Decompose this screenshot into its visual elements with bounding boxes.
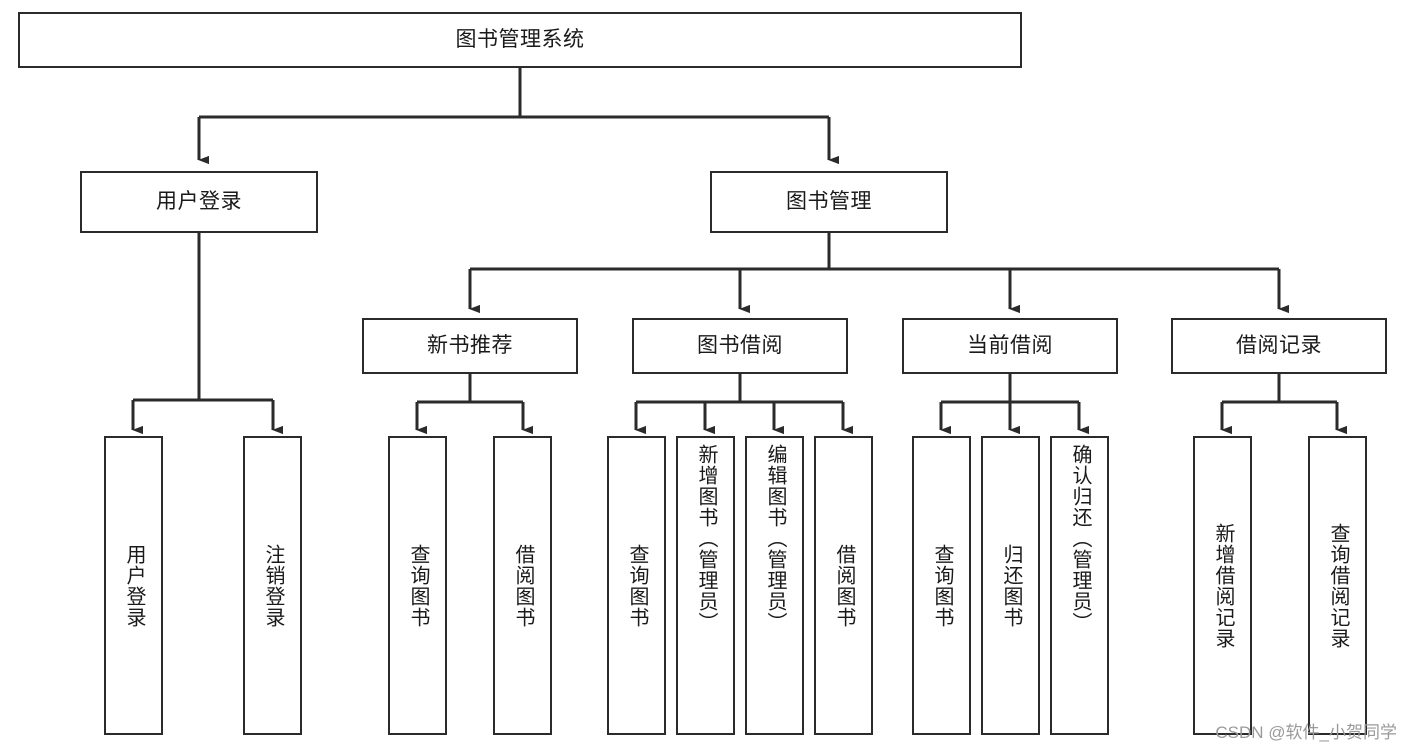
leaf-borrow-book-recommend-label: 借阅图书	[512, 543, 534, 628]
leaf-confirm-return-admin-label: 确认归还（管理员）	[1069, 444, 1091, 633]
leaf-user-login[interactable]: 用户登录	[104, 436, 163, 735]
leaf-logout-label: 注销登录	[262, 543, 284, 628]
node-book-management-label: 图书管理	[786, 190, 872, 214]
leaf-query-book-borrow[interactable]: 查询图书	[607, 436, 666, 735]
node-new-book-recommend-label: 新书推荐	[427, 334, 513, 358]
node-book-management[interactable]: 图书管理	[710, 171, 948, 233]
node-new-book-recommend[interactable]: 新书推荐	[362, 318, 578, 374]
leaf-logout[interactable]: 注销登录	[243, 436, 302, 735]
node-root-system[interactable]: 图书管理系统	[18, 12, 1022, 68]
node-current-borrow[interactable]: 当前借阅	[902, 318, 1118, 374]
leaf-confirm-return-admin[interactable]: 确认归还（管理员）	[1050, 436, 1109, 735]
leaf-add-book-admin[interactable]: 新增图书（管理员）	[676, 436, 735, 735]
node-user-login-label: 用户登录	[156, 190, 242, 214]
csdn-watermark: CSDN @软件_小贺同学	[1215, 723, 1397, 742]
leaf-borrow-book-borrow[interactable]: 借阅图书	[814, 436, 873, 735]
node-borrow-record[interactable]: 借阅记录	[1171, 318, 1387, 374]
node-current-borrow-label: 当前借阅	[967, 334, 1053, 358]
leaf-query-book-recommend-label: 查询图书	[407, 543, 429, 628]
leaf-edit-book-admin-label: 编辑图书（管理员）	[764, 444, 786, 633]
node-borrow-record-label: 借阅记录	[1236, 334, 1322, 358]
leaf-borrow-book-borrow-label: 借阅图书	[833, 543, 855, 628]
leaf-edit-book-admin[interactable]: 编辑图书（管理员）	[745, 436, 804, 735]
leaf-add-book-admin-label: 新增图书（管理员）	[695, 444, 717, 633]
leaf-add-borrow-record-label: 新增借阅记录	[1212, 522, 1234, 649]
leaf-query-borrow-record-label: 查询借阅记录	[1327, 522, 1349, 649]
leaf-query-book-borrow-label: 查询图书	[626, 543, 648, 628]
leaf-return-book[interactable]: 归还图书	[981, 436, 1040, 735]
node-root-system-label: 图书管理系统	[455, 28, 585, 52]
leaf-query-borrow-record[interactable]: 查询借阅记录	[1308, 436, 1367, 735]
leaf-add-borrow-record[interactable]: 新增借阅记录	[1193, 436, 1252, 735]
leaf-query-book-recommend[interactable]: 查询图书	[388, 436, 447, 735]
node-user-login[interactable]: 用户登录	[80, 171, 318, 233]
node-book-borrow-label: 图书借阅	[697, 334, 783, 358]
leaf-return-book-label: 归还图书	[1000, 543, 1022, 628]
node-book-borrow[interactable]: 图书借阅	[632, 318, 848, 374]
leaf-query-book-current-label: 查询图书	[931, 543, 953, 628]
leaf-borrow-book-recommend[interactable]: 借阅图书	[493, 436, 552, 735]
leaf-query-book-current[interactable]: 查询图书	[912, 436, 971, 735]
leaf-user-login-label: 用户登录	[123, 543, 145, 628]
